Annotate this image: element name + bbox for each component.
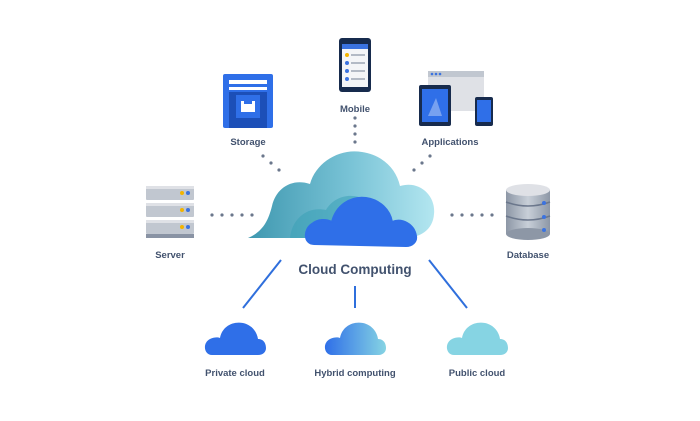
database-icon [505, 184, 551, 240]
private-cloud-icon [204, 322, 266, 355]
cloud-computing-label: Cloud Computing [298, 262, 412, 277]
mobile-label: Mobile [339, 104, 371, 115]
public-cloud-icon [446, 322, 508, 355]
storage-icon [223, 74, 273, 128]
connector-applications [412, 154, 432, 172]
mobile-icon [339, 38, 371, 92]
database-label: Database [506, 250, 550, 261]
public-cloud-label: Public cloud [448, 368, 506, 379]
connector-mobile [353, 116, 357, 144]
connector-database [450, 213, 494, 217]
cloud-computing-icon [248, 151, 435, 247]
connector-private-cloud [242, 259, 282, 309]
connector-public-cloud [428, 259, 468, 309]
applications-label: Applications [421, 137, 479, 148]
storage-label: Storage [230, 137, 266, 148]
hybrid-computing-label: Hybrid computing [314, 368, 396, 379]
server-icon [146, 186, 194, 238]
applications-icon [419, 71, 493, 126]
hybrid-computing-icon [324, 322, 386, 355]
connector-server [210, 213, 254, 217]
server-label: Server [155, 250, 185, 261]
private-cloud-label: Private cloud [205, 368, 265, 379]
connector-storage [261, 154, 281, 172]
